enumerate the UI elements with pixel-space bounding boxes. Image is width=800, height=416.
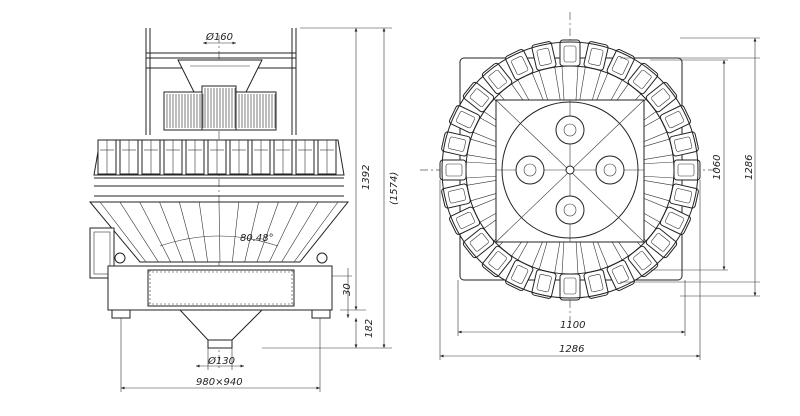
height-total-label: (1574) [389,172,400,205]
radial-weigh-buckets [439,39,701,301]
feeder-bucket [185,139,205,175]
top-view: 1060 1286 1100 1286 [420,12,760,360]
height-main-label: 1392 [361,165,372,190]
ring-bucket [630,105,691,146]
feeder-bucket [229,139,249,175]
side-feeder-buckets [97,139,337,175]
cone-chutes [99,201,339,263]
outer-width-label: 1286 [559,344,584,355]
feeder-bucket [251,139,271,175]
feeder-bucket [273,139,293,175]
ring-bucket [531,236,561,299]
feeder-bucket [163,139,183,175]
outlet-diameter-label: Ø130 [207,355,235,367]
inner-width-label: 1100 [560,320,585,331]
small-dim-label: 30 [342,283,353,296]
top-diameter-label: Ø160 [205,31,233,43]
ring-bucket [505,49,546,110]
angle-label: 80.48° [240,233,274,244]
ring-bucket [439,159,501,181]
top-hoppers [163,85,277,131]
inner-height-label: 1060 [712,155,723,180]
feeder-bucket [97,139,117,175]
base-dim-label: 980×940 [196,377,243,388]
side-view: 80.48° Ø160 1392 (1574) 30 18 [88,27,400,392]
feeder-bucket [317,139,337,175]
feeder-bucket [207,139,227,175]
bottom-dim-label: 182 [364,319,375,338]
outer-height-label: 1286 [744,155,755,180]
vibrator-cups [515,115,625,225]
feeder-bucket [295,139,315,175]
feeder-bucket [141,139,161,175]
feeder-bucket [119,139,139,175]
